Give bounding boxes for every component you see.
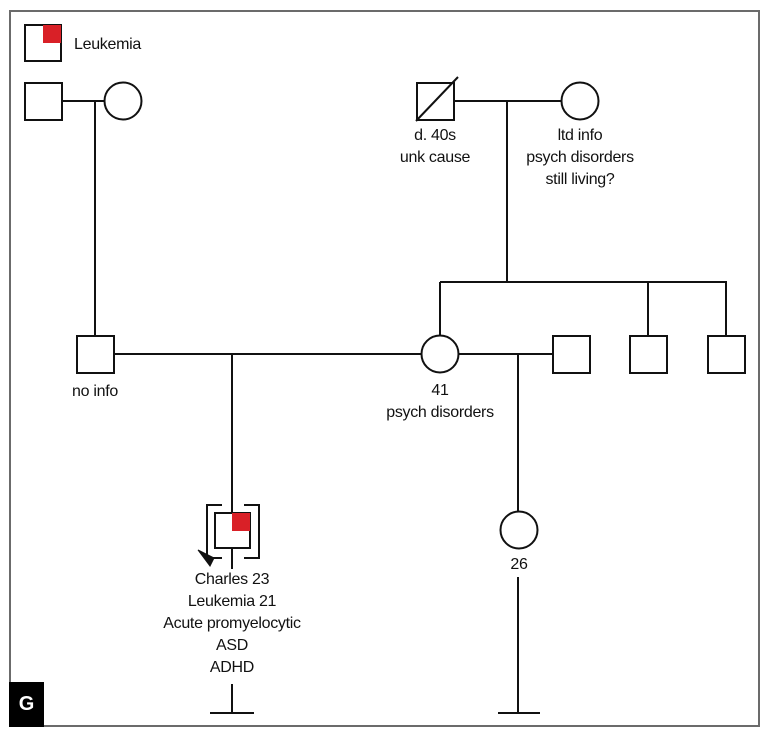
paternal-grandfather-label: d. 40s — [414, 127, 456, 144]
proband-label: Leukemia 21 — [188, 593, 277, 610]
proband-label: Charles 23 — [195, 571, 270, 588]
proband-label: ADHD — [210, 659, 254, 676]
legend-label: Leukemia — [74, 36, 141, 53]
paternal-grandmother-circle — [560, 81, 600, 121]
paternal-grandfather-label: unk cause — [400, 149, 471, 166]
father-label: no info — [72, 383, 118, 400]
deceased-slash — [415, 76, 459, 122]
panel-label-badge: G — [9, 682, 44, 727]
maternal-grandmother-circle — [103, 81, 143, 121]
maternal-grandfather-square — [24, 82, 63, 121]
paternal-grandmother-label: still living? — [545, 171, 614, 188]
proband-label: ASD — [216, 637, 248, 654]
half-sister-circle — [499, 510, 539, 550]
proband-label: Acute promyelocytic — [163, 615, 301, 632]
uncle-1-square — [629, 335, 668, 374]
mother-circle — [420, 334, 460, 374]
mother-partner-square — [552, 335, 591, 374]
uncle-2-square — [707, 335, 746, 374]
half-sister-label: 26 — [510, 556, 528, 573]
mother-label: psych disorders — [386, 404, 494, 421]
paternal-grandmother-label: psych disorders — [526, 149, 634, 166]
figure-frame — [9, 10, 760, 727]
legend-affected-quadrant — [43, 25, 61, 43]
paternal-grandmother-label: ltd info — [558, 127, 603, 144]
proband-arrow-icon — [197, 549, 215, 567]
proband-affected-quadrant — [232, 513, 250, 531]
father-square — [76, 335, 115, 374]
adoption-bracket-right — [244, 504, 260, 559]
mother-label: 41 — [431, 382, 449, 399]
